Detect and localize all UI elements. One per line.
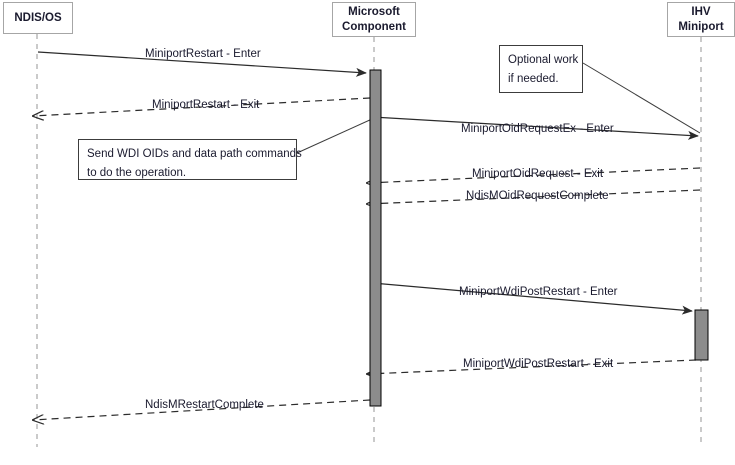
message-label-m5: NdisMOidRequestComplete <box>466 190 609 202</box>
note-leader-note-wdi-oids <box>296 118 373 154</box>
participant-msft-label-line-1: Component <box>342 20 406 33</box>
participant-msft-label-line-0: Microsoft <box>348 5 400 18</box>
activation-bars-group <box>369 69 709 407</box>
note-leader-lines-group <box>296 62 701 154</box>
participant-ndis: NDIS/OS <box>3 2 73 34</box>
message-label-m3: MiniportOidRequestEx - Enter <box>461 123 614 135</box>
msft-activation <box>369 69 382 407</box>
note-optional-work-line-0: Optional work <box>508 54 579 66</box>
message-arrows-group <box>33 51 701 420</box>
ihv-activation <box>694 309 709 361</box>
message-arrow-m1 <box>37 51 367 77</box>
note-leader-note-optional-work <box>582 62 701 134</box>
message-label-m7: MiniportWdiPostRestart - Exit <box>463 358 614 370</box>
message-label-m2: MiniportRestart - Exit <box>152 99 260 111</box>
message-label-m8: NdisMRestartComplete <box>145 399 264 411</box>
note-optional-work-line-1: if needed. <box>508 73 559 85</box>
message-arrow-m5 <box>367 189 701 204</box>
message-arrow-m7 <box>367 359 697 374</box>
participant-ihv-label-line-1: Miniport <box>678 20 724 33</box>
note-wdi-oids-line-1: to do the operation. <box>87 167 187 179</box>
participant-ndis-label-line-0: NDIS/OS <box>14 11 62 24</box>
message-arrow-m2 <box>33 97 371 116</box>
participant-ihv: IHV Miniport <box>667 2 735 37</box>
message-arrow-m4 <box>367 167 701 183</box>
message-label-m6: MiniportWdiPostRestart - Enter <box>459 286 618 298</box>
note-wdi-oids-line-0: Send WDI OIDs and data path commands <box>87 148 302 160</box>
message-arrow-m6 <box>371 282 693 315</box>
message-label-m4: MiniportOidRequest - Exit <box>472 168 604 180</box>
message-arrow-m8 <box>33 399 371 420</box>
participant-ihv-label-line-0: IHV <box>691 5 711 18</box>
message-label-m1: MiniportRestart - Enter <box>145 48 261 60</box>
note-optional-work: Optional work if needed. <box>499 45 583 93</box>
note-wdi-oids: Send WDI OIDs and data path commands to d… <box>78 139 302 180</box>
message-arrow-m3 <box>371 116 699 140</box>
lifelines-group <box>36 34 702 447</box>
